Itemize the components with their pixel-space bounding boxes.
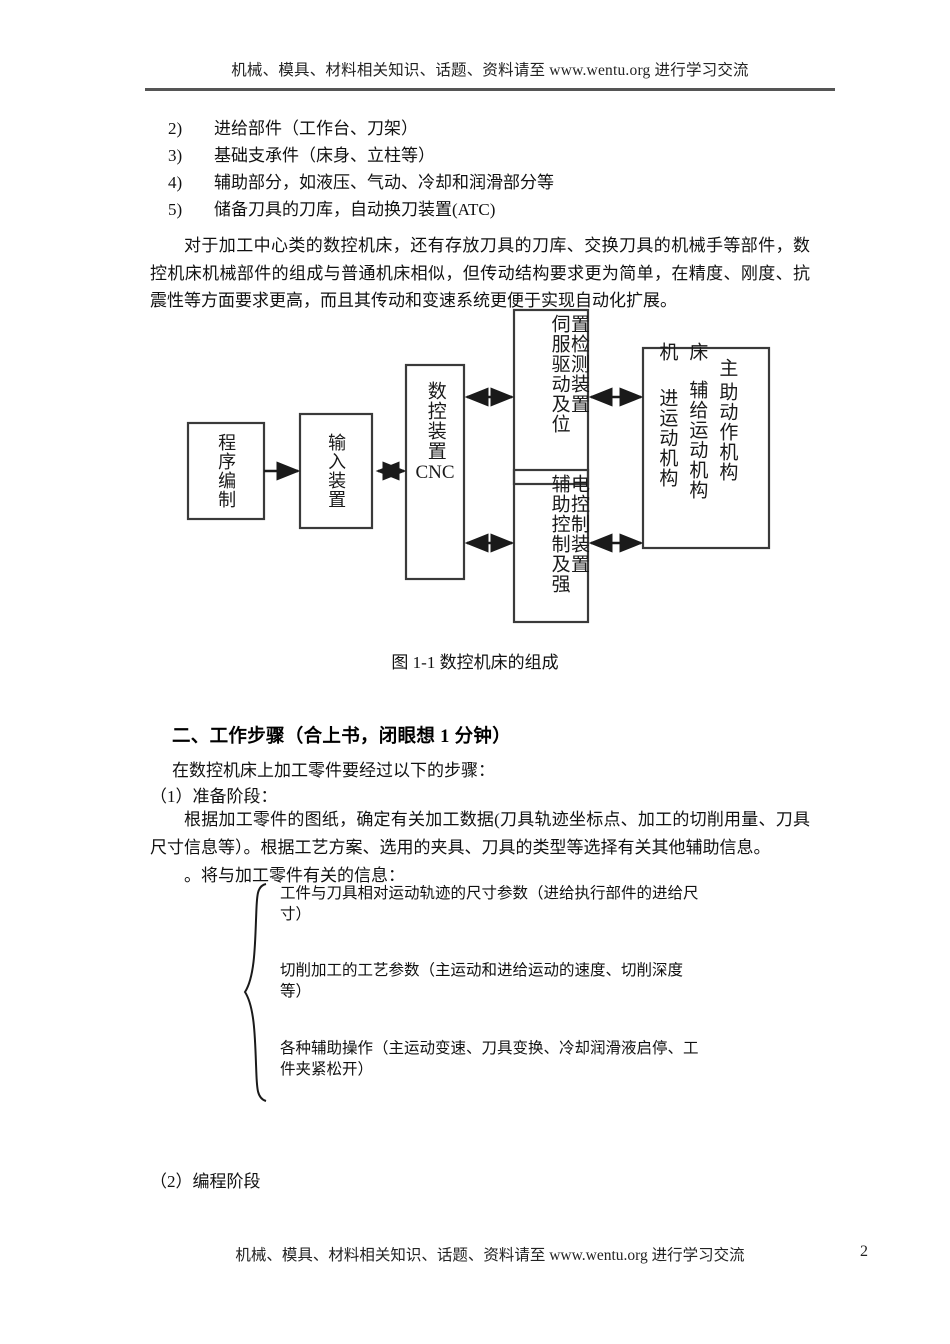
machine-col-3: 主 助动作机构 — [716, 358, 738, 482]
box-machine-tool — [641, 346, 771, 550]
page-header: 机械、模具、材料相关知识、话题、资料请至 www.wentu.org 进行学习交… — [231, 62, 749, 79]
label-machine-col1-top: 机 — [656, 342, 678, 362]
machine-col-1: 机 进运动机构 — [656, 342, 678, 488]
label-aux-wrap: 电控制装置 辅助控制及强 — [514, 470, 589, 622]
label-servo-col-left: 伺服驱动及位 — [548, 314, 570, 434]
list-item: 5) 储备刀具的刀库，自动换刀装置(ATC) — [168, 196, 828, 223]
label-input-device: 输入装置 — [326, 433, 347, 509]
label-cnc-acronym: CNC — [415, 462, 455, 483]
list-item-text: 基础支承件（床身、立柱等） — [214, 146, 435, 165]
label-machine-col2-body: 辅给运动机构 — [686, 380, 708, 500]
label-input-device-wrap: 输入装置 — [300, 414, 372, 528]
label-machine-col3-top: 主 — [716, 358, 738, 378]
list-item-text: 储备刀具的刀库，自动换刀装置(ATC) — [214, 200, 496, 219]
label-servo-wrap: 置检测装置 伺服驱动及位 — [514, 310, 589, 484]
curly-brace-icon — [243, 883, 267, 1102]
label-program-edit: 程序编制 — [216, 433, 237, 509]
list-item-number: 4) — [168, 173, 183, 192]
brace-item: 切削加工的工艺参数（主运动和进给运动的速度、切削深度等） — [280, 962, 684, 1000]
label-aux-col-left: 辅助控制及强 — [548, 474, 570, 594]
label-machine-col3-body: 助动作机构 — [716, 382, 738, 482]
list-item-text: 辅助部分，如液压、气动、冷却和润滑部分等 — [214, 173, 554, 192]
brace-item: 各种辅助操作（主运动变速、刀具变换、冷却润滑液启停、工件夹紧松开） — [280, 1040, 699, 1078]
list-item-number: 2) — [168, 119, 183, 138]
cnc-block-diagram: 程序编制 输入装置 数控装置 CNC 置检测装置 伺服驱动及位 电控制装置 辅助… — [186, 308, 771, 624]
brace-item: 工件与刀具相对运动轨迹的尺寸参数（进给执行部件的进给尺寸） — [280, 885, 699, 923]
header-divider — [145, 88, 835, 91]
label-machine-col1-body: 进运动机构 — [656, 388, 678, 488]
label-aux-col-right: 电控制装置 — [568, 474, 589, 574]
list-item-number: 5) — [168, 200, 183, 219]
label-program-edit-wrap: 程序编制 — [188, 423, 264, 519]
label-machine-wrap: 主 助动作机构 床 辅给运动机构 机 进运动机构 — [643, 342, 769, 548]
diagram-svg — [186, 308, 771, 624]
paragraph-program-stage: （2）编程阶段 — [150, 1172, 261, 1191]
section-heading: 二、工作步骤（合上书，闭眼想 1 分钟） — [172, 727, 512, 747]
list-item: 3) 基础支承件（床身、立柱等） — [168, 142, 828, 169]
page-footer: 机械、模具、材料相关知识、话题、资料请至 www.wentu.org 进行学习交… — [235, 1247, 745, 1264]
label-cnc-chinese: 数控装置 — [424, 381, 446, 461]
paragraph-machining-center: 对于加工中心类的数控机床，还有存放刀具的刀库、交换刀具的机械手等部件，数控机床机… — [150, 236, 810, 310]
paragraph-prep-basis: 根据加工零件的图纸，确定有关加工数据(刀具轨迹坐标点、加工的切削用量、刀具尺寸信… — [150, 810, 810, 857]
machine-col-2: 床 辅给运动机构 — [686, 342, 708, 500]
list-item: 2) 进给部件（工作台、刀架） — [168, 115, 828, 142]
paragraph-prep-stage: （1）准备阶段： — [150, 787, 278, 806]
label-servo-col-right: 置检测装置 — [568, 314, 589, 414]
paragraph-steps-intro: 在数控机床上加工零件要经过以下的步骤： — [172, 761, 495, 780]
list-item: 4) 辅助部分，如液压、气动、冷却和润滑部分等 — [168, 169, 828, 196]
list-item-number: 3) — [168, 146, 183, 165]
paragraph-info-line: 。将与加工零件有关的信息： — [184, 866, 405, 885]
numbered-list: 2) 进给部件（工作台、刀架） 3) 基础支承件（床身、立柱等） 4) 辅助部分… — [168, 115, 828, 223]
list-item-text: 进给部件（工作台、刀架） — [214, 119, 418, 138]
page-number: 2 — [860, 1243, 868, 1260]
figure-caption: 图 1-1 数控机床的组成 — [391, 653, 559, 672]
label-machine-col2-top: 床 — [686, 342, 708, 362]
brace-group: 工件与刀具相对运动轨迹的尺寸参数（进给执行部件的进给尺寸） 切削加工的工艺参数（… — [240, 880, 710, 1105]
label-cnc-wrap: 数控装置 CNC — [406, 365, 464, 579]
